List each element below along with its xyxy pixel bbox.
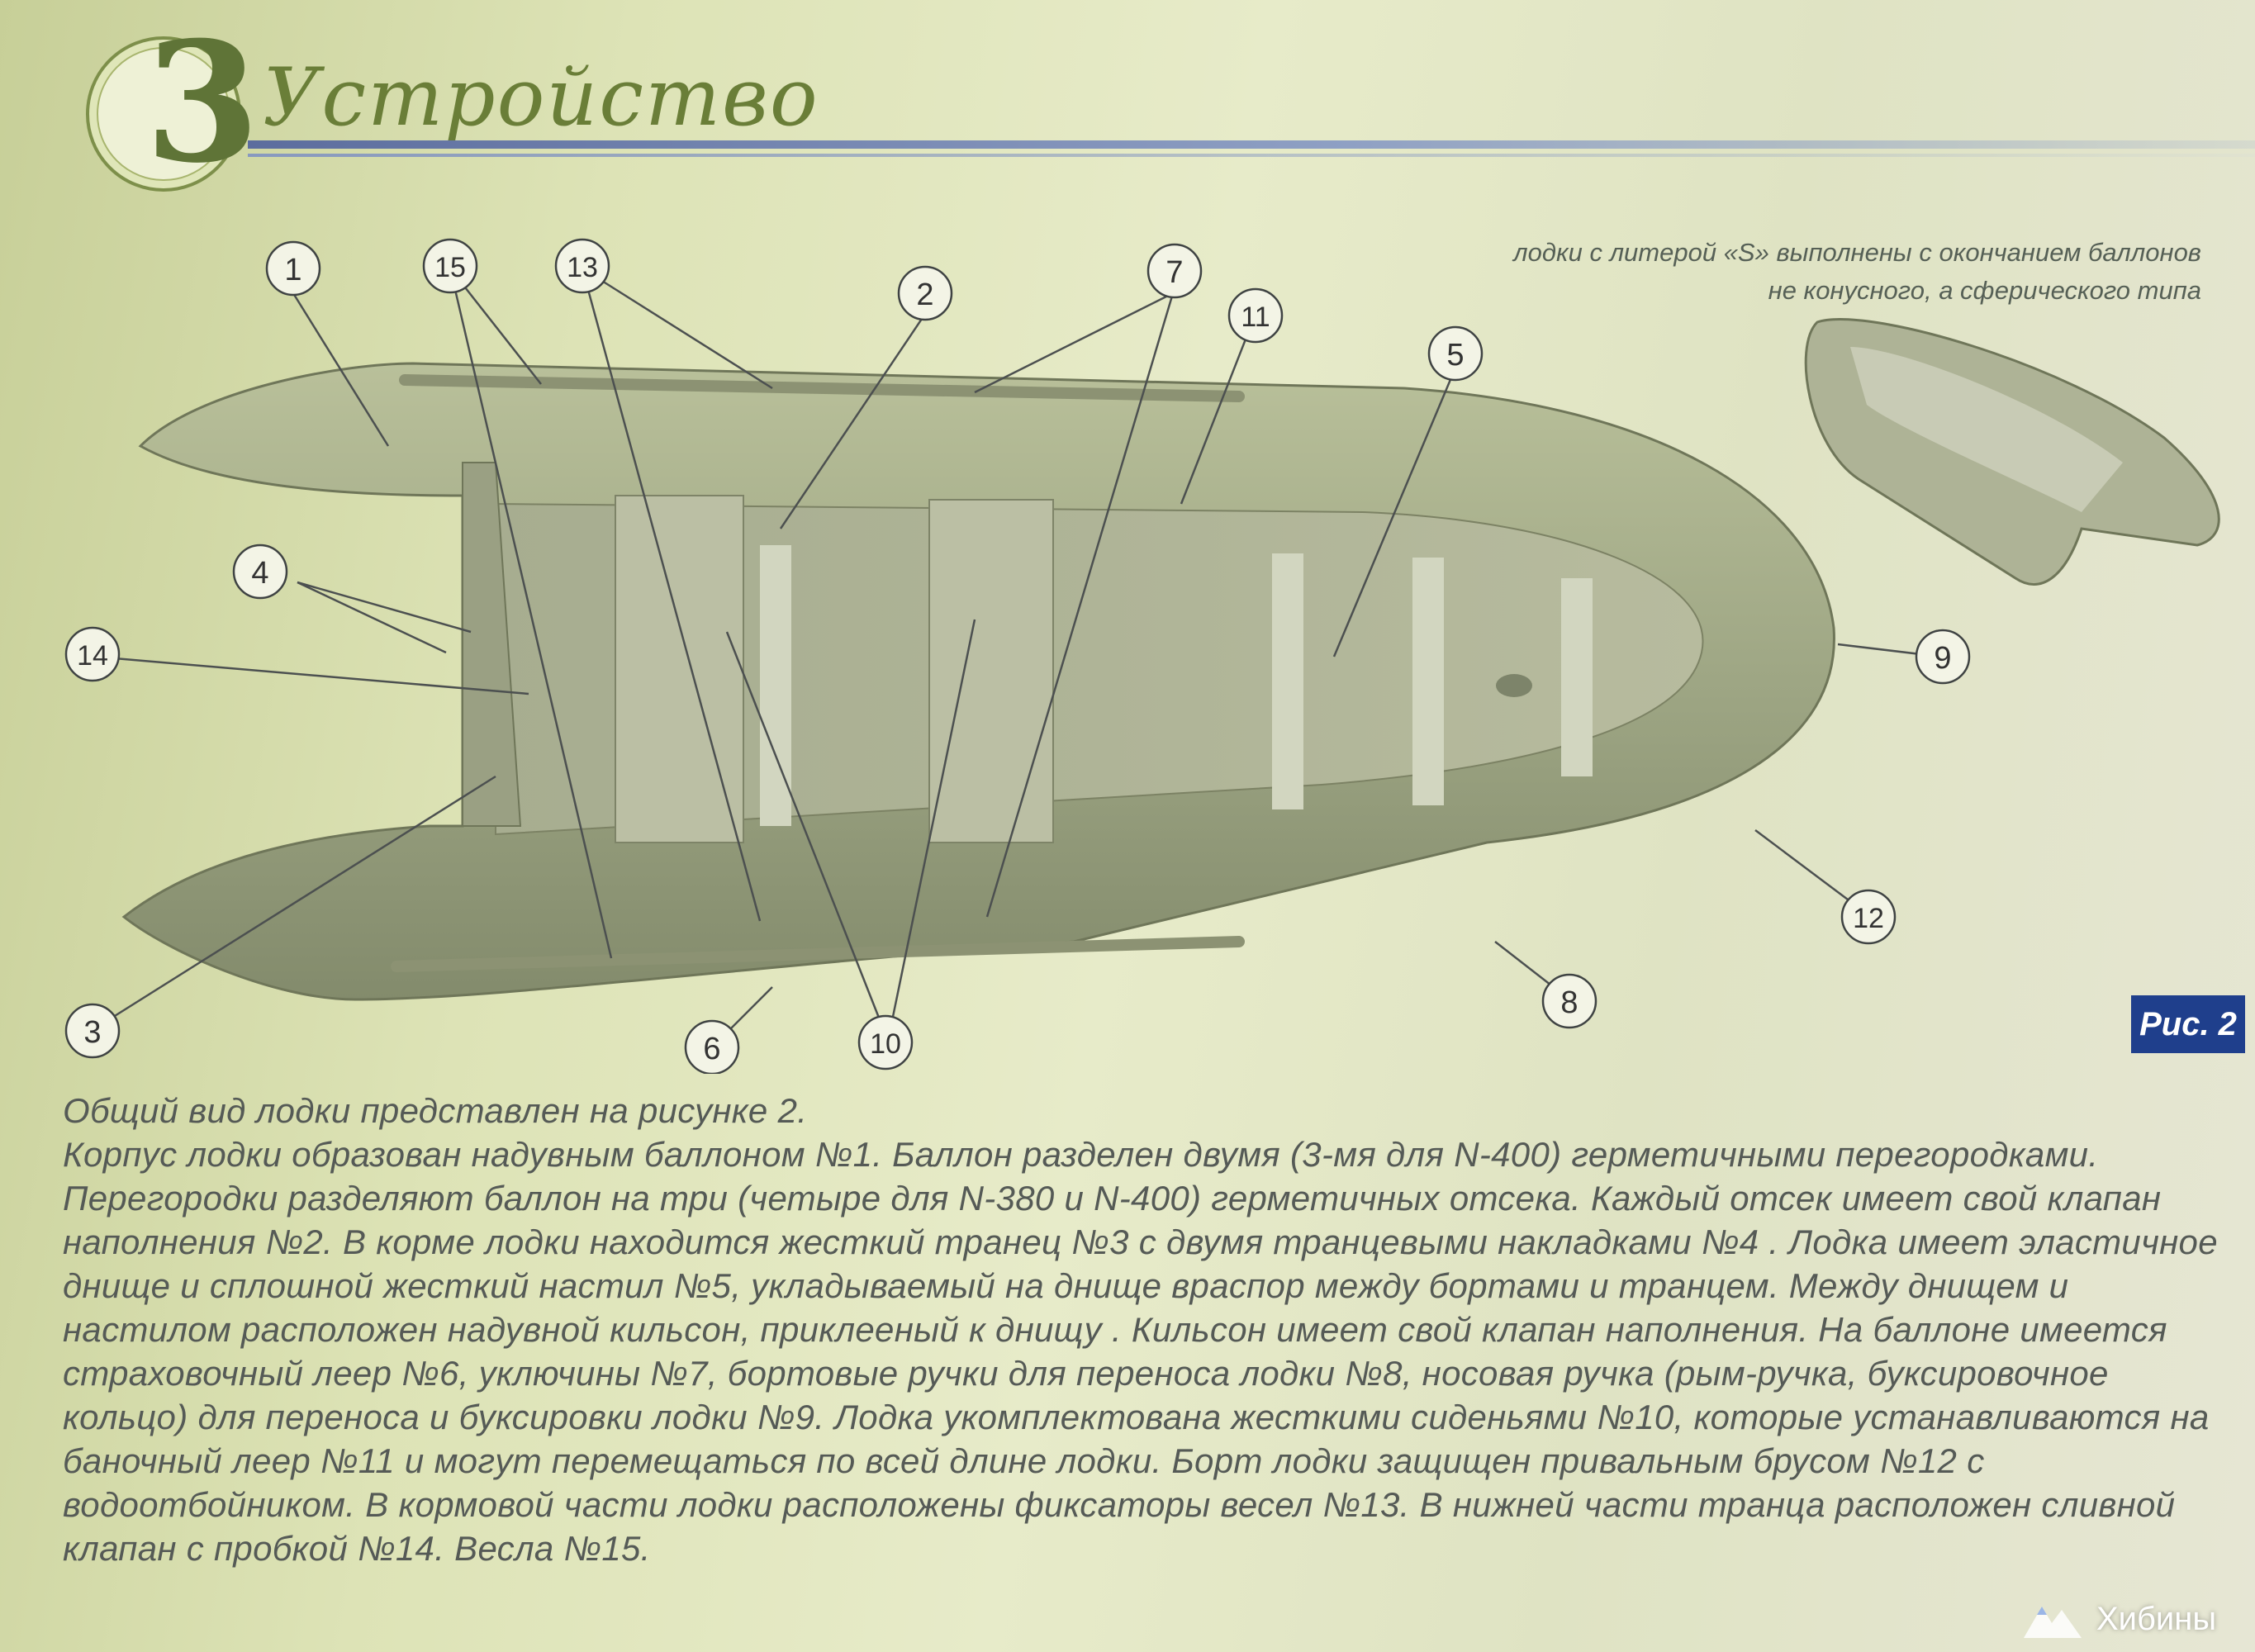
callout-12-label: 12 [1853, 903, 1884, 934]
callout-15-label: 15 [434, 252, 466, 283]
body-text: Общий вид лодки представлен на рисунке 2… [63, 1089, 2243, 1570]
callout-6-label: 6 [703, 1032, 720, 1066]
callout-13: 13 [554, 238, 610, 294]
watermark-text: Хибины [2096, 1600, 2217, 1637]
side-note-line-1: лодки с литерой «S» выполнены с окончани… [1513, 238, 2201, 267]
section-number: 3 [145, 6, 260, 200]
body-paragraph-2: Корпус лодки образован надувным баллоном… [63, 1135, 2218, 1568]
callout-10: 10 [857, 1014, 914, 1070]
callout-10-label: 10 [870, 1028, 901, 1060]
section-title: Устройство [263, 51, 819, 144]
callout-8: 8 [1541, 973, 1597, 1029]
title-underline-thin [248, 154, 2255, 157]
callout-9: 9 [1915, 629, 1971, 685]
callout-8-label: 8 [1560, 985, 1578, 1020]
callout-2-label: 2 [916, 278, 933, 312]
callout-5: 5 [1427, 325, 1484, 382]
side-note-line-2: не конусного, а сферического типа [1768, 276, 2201, 305]
watermark: Хибины [2024, 1594, 2216, 1644]
callout-3-label: 3 [83, 1015, 101, 1050]
callout-7-label: 7 [1165, 255, 1183, 290]
callout-2: 2 [897, 265, 953, 321]
callout-4-label: 4 [251, 556, 268, 591]
callout-15: 15 [422, 238, 478, 294]
callout-14: 14 [64, 626, 121, 682]
callout-1: 1 [265, 240, 321, 297]
callout-9-label: 9 [1934, 641, 1951, 676]
callout-5-label: 5 [1446, 338, 1464, 373]
section-badge [86, 36, 241, 192]
boat-diagram: 1 2 3 4 5 6 7 8 9 10 11 12 [64, 238, 2220, 1074]
mountain-logo-icon [2024, 1607, 2082, 1638]
callout-13-label: 13 [567, 252, 598, 283]
boat-hull [121, 362, 1835, 1001]
side-note: лодки с литерой «S» выполнены с окончани… [1458, 234, 2201, 310]
callout-14-label: 14 [77, 640, 108, 672]
inset-boat-illustration [1804, 318, 2220, 586]
body-paragraph-1: Общий вид лодки представлен на рисунке 2… [63, 1091, 808, 1130]
callout-11-label: 11 [1241, 301, 1270, 333]
callout-3: 3 [64, 1003, 121, 1059]
callout-6: 6 [684, 1019, 740, 1074]
callout-11: 11 [1227, 287, 1284, 344]
callout-1-label: 1 [284, 253, 301, 287]
callout-12: 12 [1840, 889, 1897, 945]
callout-4: 4 [232, 544, 288, 600]
title-underline [248, 140, 2255, 149]
callout-lines [94, 267, 1942, 1046]
callout-7: 7 [1146, 243, 1203, 299]
figure-label: Рис. 2 [2131, 995, 2245, 1053]
